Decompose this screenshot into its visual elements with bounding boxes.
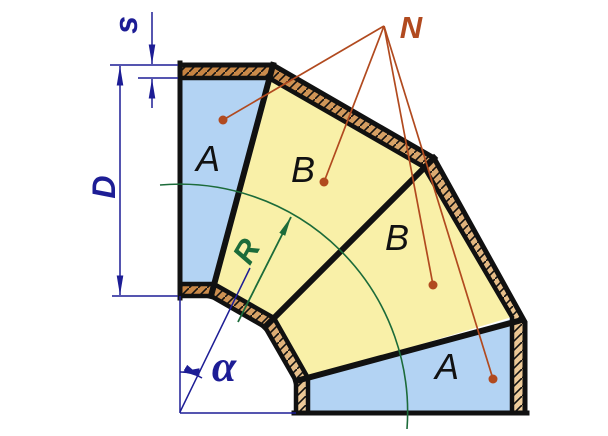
leader-dot-b-second — [428, 280, 438, 290]
leader-to-segment-a-right — [383, 25, 494, 380]
leader-to-segment-a-left — [222, 25, 385, 121]
radius-construction — [159, 183, 409, 430]
leader-dot-b-first — [319, 177, 329, 187]
leader-dot-a-right — [488, 374, 498, 384]
angle-label: α — [212, 342, 237, 391]
seam-leaders — [218, 25, 498, 384]
wall-thickness-label: s — [108, 16, 144, 34]
bend-centerline-arc — [159, 183, 409, 430]
joint-b2-a — [292, 316, 526, 385]
seam-label: N — [400, 10, 423, 45]
labels: s D R α N A B B A — [86, 10, 459, 391]
segment-a-left — [180, 78, 269, 284]
leader-dot-a-left — [218, 115, 228, 125]
leader-to-segment-b-first — [323, 25, 385, 183]
segment-a-right — [304, 319, 512, 413]
joint-b1-b2 — [260, 153, 439, 332]
segment-b-second-label: B — [385, 217, 409, 258]
segment-b-first-label: B — [291, 149, 315, 190]
outlines — [177, 60, 530, 416]
leader-to-segment-b-second — [383, 25, 434, 286]
angle-diagonal-leg — [179, 267, 251, 413]
segment-a-left-label: A — [194, 138, 220, 179]
dimension-lines — [110, 12, 296, 414]
segment-a-right-label: A — [433, 346, 459, 387]
angle-arc — [179, 364, 203, 379]
segment-b-second — [274, 167, 512, 380]
diameter-label: D — [86, 175, 122, 198]
radius-dimension-line — [237, 216, 292, 323]
joint-a-b1 — [207, 61, 277, 300]
